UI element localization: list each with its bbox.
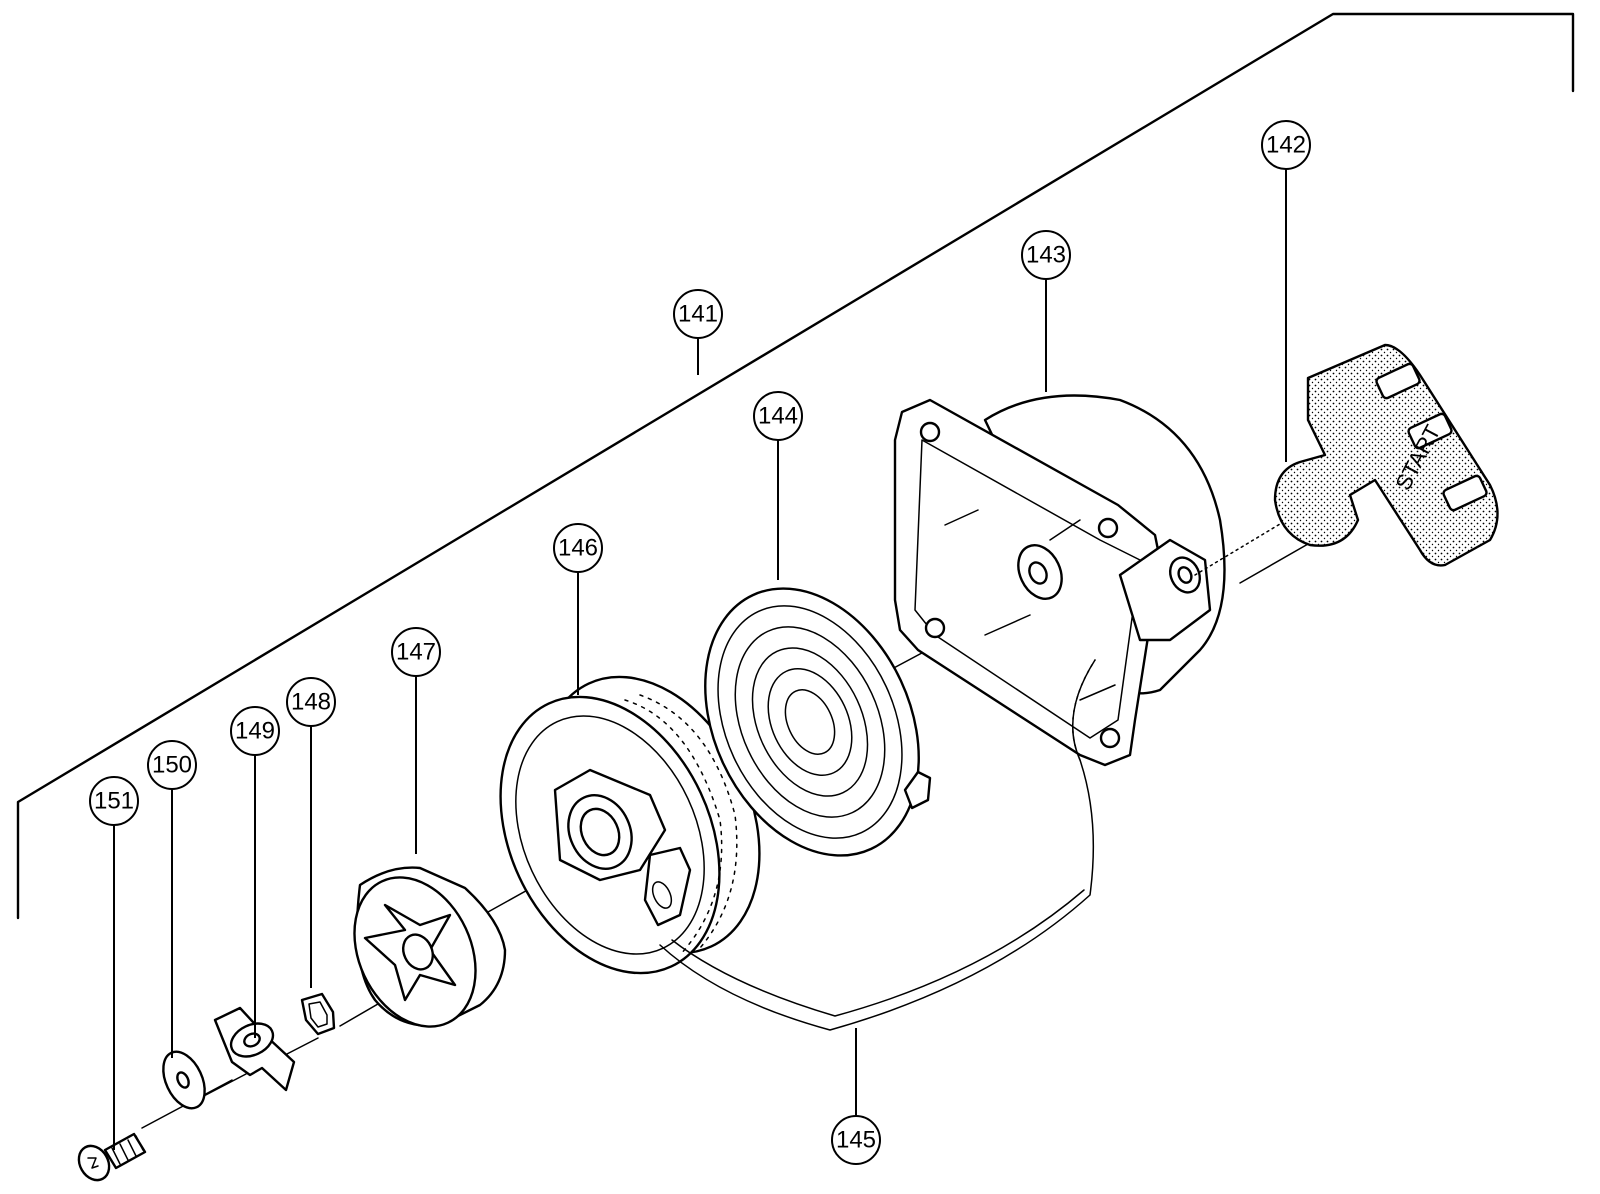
screw-part [77, 1132, 147, 1182]
callout-143: 143 [1021, 230, 1071, 280]
pawl-plate-part [213, 1006, 296, 1092]
callout-149: 149 [230, 706, 280, 756]
svg-text:148: 148 [291, 689, 331, 716]
svg-text:151: 151 [94, 788, 134, 815]
assembly-bracket [16, 12, 1575, 920]
svg-text:147: 147 [396, 639, 436, 666]
svg-text:150: 150 [152, 752, 192, 779]
rope-pulley-part [499, 675, 761, 975]
callout-147: 147 [391, 627, 441, 677]
svg-text:143: 143 [1026, 242, 1066, 269]
svg-text:142: 142 [1266, 132, 1306, 159]
svg-text:145: 145 [836, 1127, 876, 1154]
callout-144: 144 [753, 391, 803, 441]
start-handle-part: START [1273, 343, 1499, 567]
svg-text:146: 146 [558, 535, 598, 562]
callout-150: 150 [147, 740, 197, 790]
svg-text:144: 144 [758, 403, 798, 430]
callout-151: 151 [89, 776, 139, 826]
callout-148: 148 [286, 677, 336, 727]
callout-142: 142 [1261, 120, 1311, 170]
callout-146: 146 [553, 523, 603, 573]
pawl-hub-part [353, 866, 507, 1028]
leader-lines [113, 169, 1287, 1150]
washer-part [162, 1050, 206, 1110]
starter-rope-part [659, 517, 1291, 1031]
clip-part [300, 992, 336, 1036]
callout-145: 145 [831, 1115, 881, 1165]
svg-text:141: 141 [678, 301, 718, 328]
starter-housing-part [893, 394, 1226, 767]
callout-141: 141 [673, 289, 723, 339]
recoil-spring-part [704, 587, 932, 857]
svg-text:149: 149 [235, 718, 275, 745]
